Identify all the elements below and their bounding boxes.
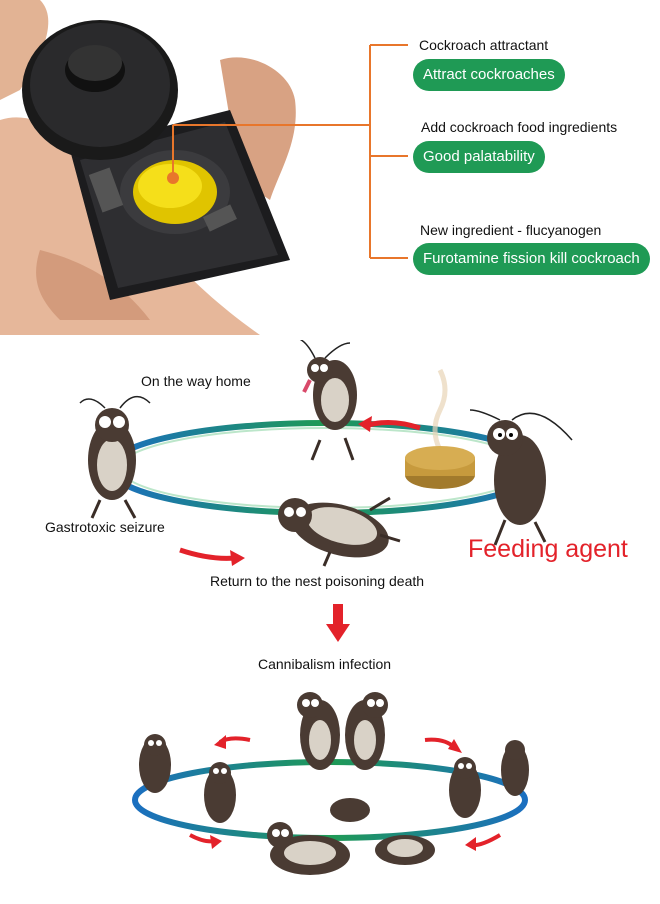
pill-kill: Furotamine fission kill cockroach [413, 243, 650, 275]
label-gastrotoxic-seizure: Gastrotoxic seizure [45, 519, 165, 535]
cockroach-walking-home [299, 340, 357, 461]
product-photo [0, 0, 300, 335]
label-cannibalism: Cannibalism infection [258, 656, 392, 672]
label-feeding-agent: Feeding agent [468, 535, 628, 563]
cannibalism-illustration [132, 692, 529, 875]
feeding-cycle-illustration [79, 340, 573, 567]
label-on-the-way-home: On the way home [141, 373, 251, 389]
caption-attractant: Cockroach attractant [419, 37, 549, 53]
pill-attract: Attract cockroaches [413, 59, 565, 91]
cockroach-dead [278, 496, 401, 567]
cockroach-seizure [79, 395, 151, 519]
caption-ingredient: New ingredient - flucyanogen [420, 222, 602, 238]
down-arrow-icon [326, 604, 350, 642]
connector-lines [172, 44, 408, 259]
label-return-nest: Return to the nest poisoning death [210, 573, 425, 589]
caption-food: Add cockroach food ingredients [421, 119, 618, 135]
pill-palatability: Good palatability [413, 141, 545, 173]
cockroach-eating [469, 409, 573, 546]
